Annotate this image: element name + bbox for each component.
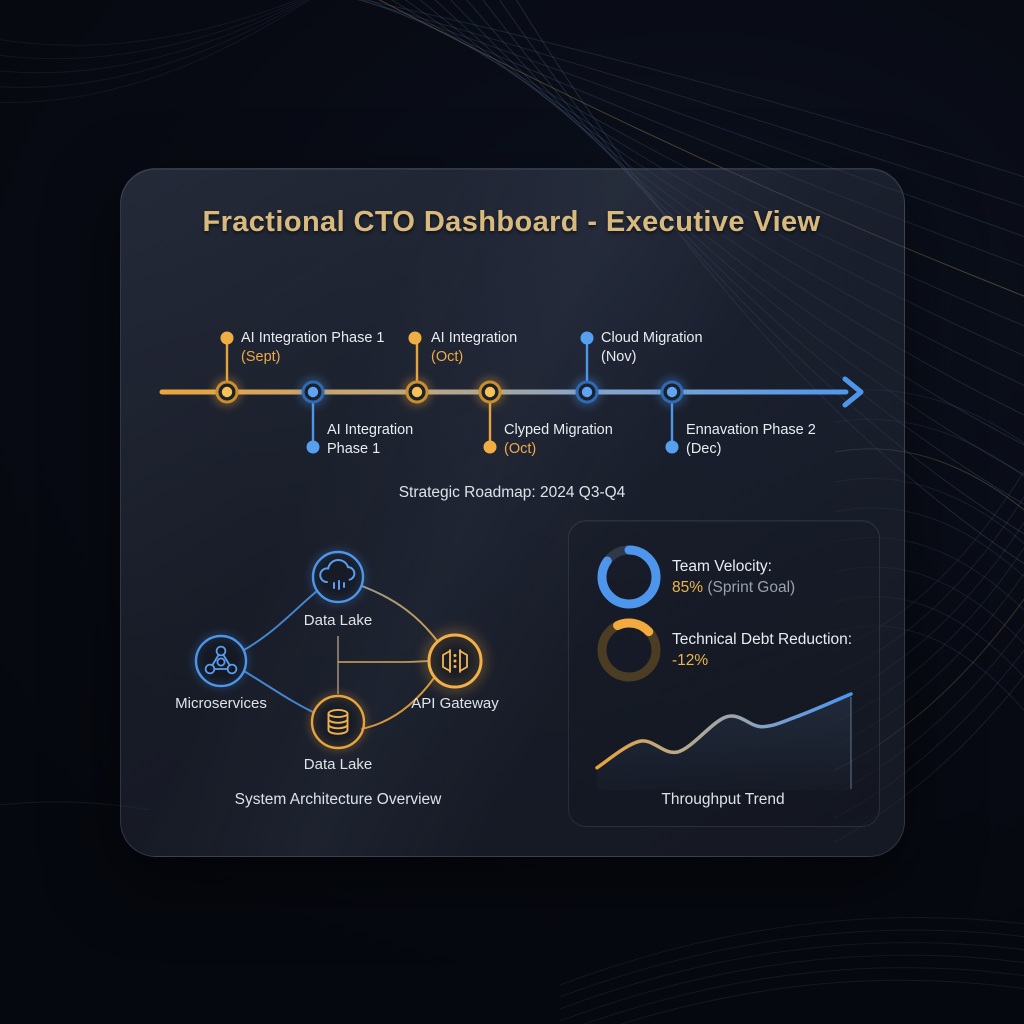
- milestone-date: (Oct): [431, 349, 464, 365]
- debt-value: -12%: [672, 652, 709, 669]
- velocity-suffix: (Sprint Goal): [707, 579, 796, 596]
- wave-line: [619, 979, 1024, 1024]
- label-microservices: Microservices: [175, 695, 267, 712]
- label-apigateway: API Gateway: [411, 695, 499, 712]
- wave-line: [0, 0, 298, 46]
- wave-line: [583, 967, 1024, 1024]
- wave-line: [0, 0, 308, 88]
- milestone-label-1: AI Integration Phase 1 (Sept): [241, 329, 385, 367]
- milestone-subtitle: Phase 1: [327, 441, 381, 457]
- wave-line: [0, 0, 302, 60]
- wave-line: [559, 917, 1024, 986]
- wave-line: [559, 942, 1024, 1010]
- wave-line: [362, 0, 1024, 178]
- milestone-label-2: AI Integration Phase 1: [327, 421, 413, 459]
- milestone-title: AI Integration: [327, 422, 414, 438]
- wave-line: [559, 954, 1024, 1022]
- wave-line: [559, 929, 1024, 998]
- architecture-caption: System Architecture Overview: [234, 791, 442, 808]
- milestone-title: AI Integration: [431, 330, 518, 346]
- milestone-label-4: Clyped Migration (Oct): [504, 421, 613, 459]
- label-datalake-top: Data Lake: [303, 612, 373, 629]
- milestone-title: Ennavation Phase 2: [686, 422, 816, 438]
- velocity-value-row: 85% (Sprint Goal): [672, 579, 795, 597]
- label-datalake-bottom: Data Lake: [303, 756, 373, 773]
- milestone-date: (Nov): [601, 349, 637, 365]
- milestone-title: Cloud Migration: [601, 330, 703, 346]
- trend-caption: Throughput Trend: [661, 791, 785, 808]
- debt-label: Technical Debt Reduction:: [672, 631, 853, 648]
- milestone-title: Clyped Migration: [504, 422, 613, 438]
- milestone-date: (Oct): [504, 441, 537, 457]
- roadmap-caption: Strategic Roadmap: 2024 Q3-Q4: [398, 484, 626, 501]
- wave-line: [0, 0, 306, 74]
- velocity-label: Team Velocity:: [672, 558, 772, 575]
- debt-value-row: -12%: [672, 652, 708, 670]
- milestone-date: (Dec): [686, 441, 722, 457]
- milestone-label-6: Ennavation Phase 2 (Dec): [686, 421, 816, 459]
- milestone-title: AI Integration Phase 1: [241, 330, 385, 346]
- wave-line: [0, 0, 310, 103]
- milestone-date: (Sept): [241, 349, 281, 365]
- velocity-value: 85%: [672, 579, 704, 596]
- milestone-label-5: Cloud Migration (Nov): [601, 329, 703, 367]
- milestone-label-3: AI Integration (Oct): [431, 329, 517, 367]
- page-title: Fractional CTO Dashboard - Executive Vie…: [202, 206, 821, 238]
